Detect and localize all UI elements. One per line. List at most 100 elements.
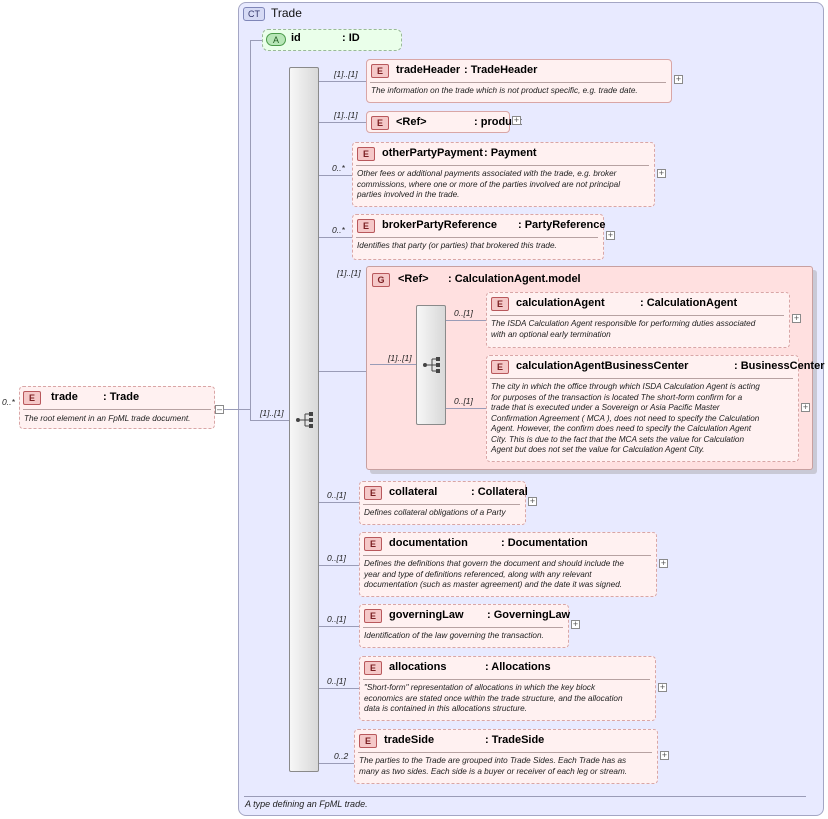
branch-line [319, 688, 359, 689]
element-name: calculationAgent [516, 297, 605, 309]
documentation-line: Defines the definitions that govern the … [364, 559, 624, 568]
group-cardinality: [1]..[1] [337, 268, 361, 278]
element-type: : PartyReference [518, 219, 606, 231]
element-cardinality: 0..2 [334, 751, 349, 761]
element-tradeside[interactable] [354, 729, 658, 784]
plus-icon[interactable]: + [801, 401, 810, 412]
plus-icon[interactable]: + [512, 115, 521, 125]
choice-icon [423, 357, 440, 373]
element-documentation: "Short-form" representation of allocatio… [364, 683, 623, 715]
documentation-line: Agent but does not set the value for Cal… [491, 445, 705, 454]
element-ref[interactable] [366, 111, 510, 133]
element-divider [490, 378, 793, 379]
branch-line [319, 626, 359, 627]
root-cardinality: 0..* [2, 397, 15, 407]
element-type: : Allocations [485, 661, 551, 673]
connector-line [250, 40, 262, 41]
element-documentation[interactable] [359, 532, 657, 597]
element-badge: E [491, 297, 509, 311]
element-collateral[interactable] [359, 481, 526, 525]
element-divider [356, 237, 598, 238]
documentation-line: The ISDA Calculation Agent responsible f… [491, 319, 756, 328]
element-name: tradeHeader [396, 64, 461, 76]
documentation-line: City. This is due to the fact that the M… [491, 434, 745, 444]
documentation-line: Identification of the law governing the … [364, 631, 544, 640]
element-divider [363, 679, 650, 680]
element-cardinality: 0..[1] [454, 396, 473, 406]
documentation-line: many as two sides. Each side is a buyer … [359, 766, 628, 776]
element-type: : BusinessCenter [734, 360, 825, 372]
branch-line [319, 763, 354, 764]
element-tradeheader[interactable] [366, 59, 672, 103]
element-documentation: The information on the trade which is no… [371, 86, 638, 97]
complex-type-documentation: A type defining an FpML trade. [245, 799, 368, 809]
root-element-documentation: The root element in an FpML trade docume… [24, 414, 191, 423]
documentation-line: Defines collateral obligations of a Part… [364, 508, 506, 517]
documentation-line: year and type of definitions referenced,… [364, 569, 592, 579]
element-name: allocations [389, 661, 447, 673]
plus-icon[interactable]: + [660, 749, 669, 760]
documentation-line: trade that is executed under a Sovereign… [491, 403, 720, 412]
plus-icon[interactable]: + [674, 74, 683, 84]
element-documentation: Defines collateral obligations of a Part… [364, 508, 506, 519]
element-badge: E [364, 486, 382, 500]
minus-icon[interactable]: – [215, 404, 224, 414]
plus-icon[interactable]: + [659, 557, 668, 568]
element-divider [370, 82, 666, 83]
element-badge: E [491, 360, 509, 374]
element-type: : Documentation [501, 537, 588, 549]
documentation-line: Confirmation Agreement ( MCA ), does not… [491, 413, 760, 423]
element-badge: E [23, 391, 41, 405]
attribute-id[interactable] [262, 29, 402, 51]
plus-icon[interactable]: + [571, 619, 580, 629]
element-cardinality: 0..[1] [327, 490, 346, 500]
element-name: governingLaw [389, 609, 464, 621]
element-type: : GoverningLaw [487, 609, 571, 621]
plus-icon[interactable]: + [792, 313, 801, 323]
element-type: : Payment [484, 147, 537, 159]
root-element-trade[interactable] [19, 386, 215, 429]
element-divider [363, 555, 651, 556]
root-element-type: : Trade [103, 391, 140, 403]
element-governinglaw[interactable] [359, 604, 569, 648]
documentation-line: data is contained in this allocations st… [364, 704, 527, 713]
branch-line [319, 502, 359, 503]
documentation-line: Agent. However, the confirm does need to… [491, 424, 752, 433]
element-badge: E [371, 116, 389, 130]
branch-line [319, 175, 352, 176]
element-divider [358, 752, 652, 753]
complex-type-title: Trade [271, 6, 302, 20]
documentation-line: commissions, where one or more of the pa… [357, 179, 621, 189]
documentation-line: "Short-form" representation of allocatio… [364, 683, 596, 692]
element-badge: E [364, 661, 382, 675]
element-otherpartypayment[interactable] [352, 142, 655, 207]
element-cardinality: 0..[1] [327, 676, 346, 686]
root-element-name: trade [51, 391, 78, 403]
branch-line [319, 565, 359, 566]
element-allocations[interactable] [359, 656, 656, 721]
group-type: : CalculationAgent.model [448, 273, 581, 285]
element-calculationagent[interactable] [486, 292, 790, 348]
element-cardinality: [1]..[1] [334, 110, 358, 120]
element-badge: E [357, 219, 375, 233]
element-divider [363, 627, 563, 628]
group-badge: G [372, 273, 390, 287]
documentation-line: parties involved in the trade. [357, 190, 460, 199]
documentation-line: for purposes of the transaction is locat… [491, 392, 743, 402]
plus-icon[interactable]: + [657, 167, 666, 178]
documentation-line: The parties to the Trade are grouped int… [359, 756, 627, 765]
element-cardinality: 0..[1] [454, 308, 473, 318]
element-badge: E [359, 734, 377, 748]
sequence-icon [296, 412, 313, 428]
element-type: : CalculationAgent [640, 297, 738, 309]
element-divider [23, 409, 211, 410]
plus-icon[interactable]: + [528, 496, 537, 506]
element-name: brokerPartyReference [382, 219, 497, 231]
element-documentation: Defines the definitions that govern the … [364, 559, 624, 591]
element-calculationagentbusinesscenter[interactable] [486, 355, 799, 462]
element-name: <Ref> [396, 116, 427, 128]
branch-line [319, 237, 352, 238]
plus-icon[interactable]: + [658, 681, 667, 692]
documentation-line: documentation (such as master agreement)… [364, 580, 623, 589]
plus-icon[interactable]: + [606, 230, 615, 240]
